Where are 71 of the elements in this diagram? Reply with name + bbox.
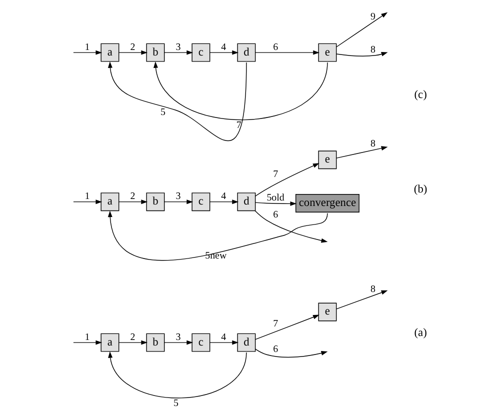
- edge-label: 3: [175, 191, 180, 202]
- edge-label: 6: [272, 344, 278, 355]
- edge-label: 7: [272, 169, 278, 180]
- edge-label: 4: [220, 42, 226, 53]
- arrow: [336, 146, 388, 158]
- edge-label: 2: [130, 332, 135, 343]
- arrow: [336, 290, 388, 310]
- arrow: [118, 200, 148, 204]
- arrow: [164, 340, 193, 345]
- edge-label: 3: [175, 42, 180, 53]
- node-box: b: [146, 333, 164, 352]
- node-box: d: [236, 43, 256, 62]
- node-box: d: [236, 192, 256, 212]
- arrow: [164, 200, 193, 204]
- edge-label: 1: [84, 332, 90, 343]
- arrow: [107, 210, 328, 261]
- node-box: c: [191, 43, 210, 62]
- edge-label: 7: [272, 318, 278, 330]
- node-box: e: [318, 302, 336, 322]
- arrow: [72, 50, 102, 55]
- node-box: a: [100, 43, 119, 62]
- arrow: [108, 351, 246, 398]
- edge-label: 2: [130, 42, 135, 53]
- arrow: [254, 50, 320, 55]
- edge-label: 8: [370, 138, 375, 150]
- arrow: [209, 50, 238, 55]
- edge-label: 4: [220, 332, 226, 343]
- edge-label: 5: [173, 398, 178, 409]
- edge-label: 5new: [204, 250, 226, 262]
- edge-label: 2: [130, 191, 135, 202]
- edge-label: 5old: [266, 192, 284, 204]
- arrow: [254, 163, 319, 196]
- label: (a): [414, 327, 426, 340]
- label: (c): [414, 88, 426, 101]
- edge-label: 4: [220, 191, 226, 202]
- arrow: [254, 210, 328, 243]
- arrow: [152, 61, 328, 120]
- edge-label: 5: [160, 107, 165, 118]
- label: (b): [413, 183, 427, 196]
- edge-label: 9: [370, 11, 375, 22]
- node-box: e: [318, 43, 336, 62]
- arrow: [254, 348, 328, 358]
- arrow: [254, 201, 296, 206]
- edge-label: 6: [272, 210, 278, 221]
- arrow: [254, 314, 319, 340]
- edge-label: 6: [272, 42, 278, 53]
- node-box: c: [191, 192, 210, 212]
- edge-label: 1: [84, 191, 90, 202]
- arrow: [336, 12, 388, 48]
- node-box: convergence: [294, 194, 359, 212]
- edge-label: 3: [175, 332, 180, 343]
- edge-label: 1: [84, 42, 90, 53]
- arrow: [118, 50, 148, 55]
- arrow: [209, 200, 238, 204]
- arrow: [164, 50, 193, 55]
- arrow: [118, 340, 148, 345]
- edge-label: 8: [370, 44, 375, 56]
- arrow: [209, 340, 238, 345]
- node-box: d: [236, 333, 256, 352]
- arrow: [107, 61, 246, 141]
- node-box: b: [146, 192, 164, 212]
- node-box: e: [318, 150, 336, 170]
- arrow: [72, 340, 102, 345]
- edge-label: 8: [370, 284, 375, 296]
- arrow: [72, 200, 102, 204]
- node-box: b: [146, 43, 164, 62]
- edge-label: 7: [236, 120, 241, 131]
- node-box: a: [100, 333, 119, 352]
- arrow: [336, 52, 388, 56]
- node-box: c: [191, 333, 210, 352]
- node-box: a: [100, 192, 119, 212]
